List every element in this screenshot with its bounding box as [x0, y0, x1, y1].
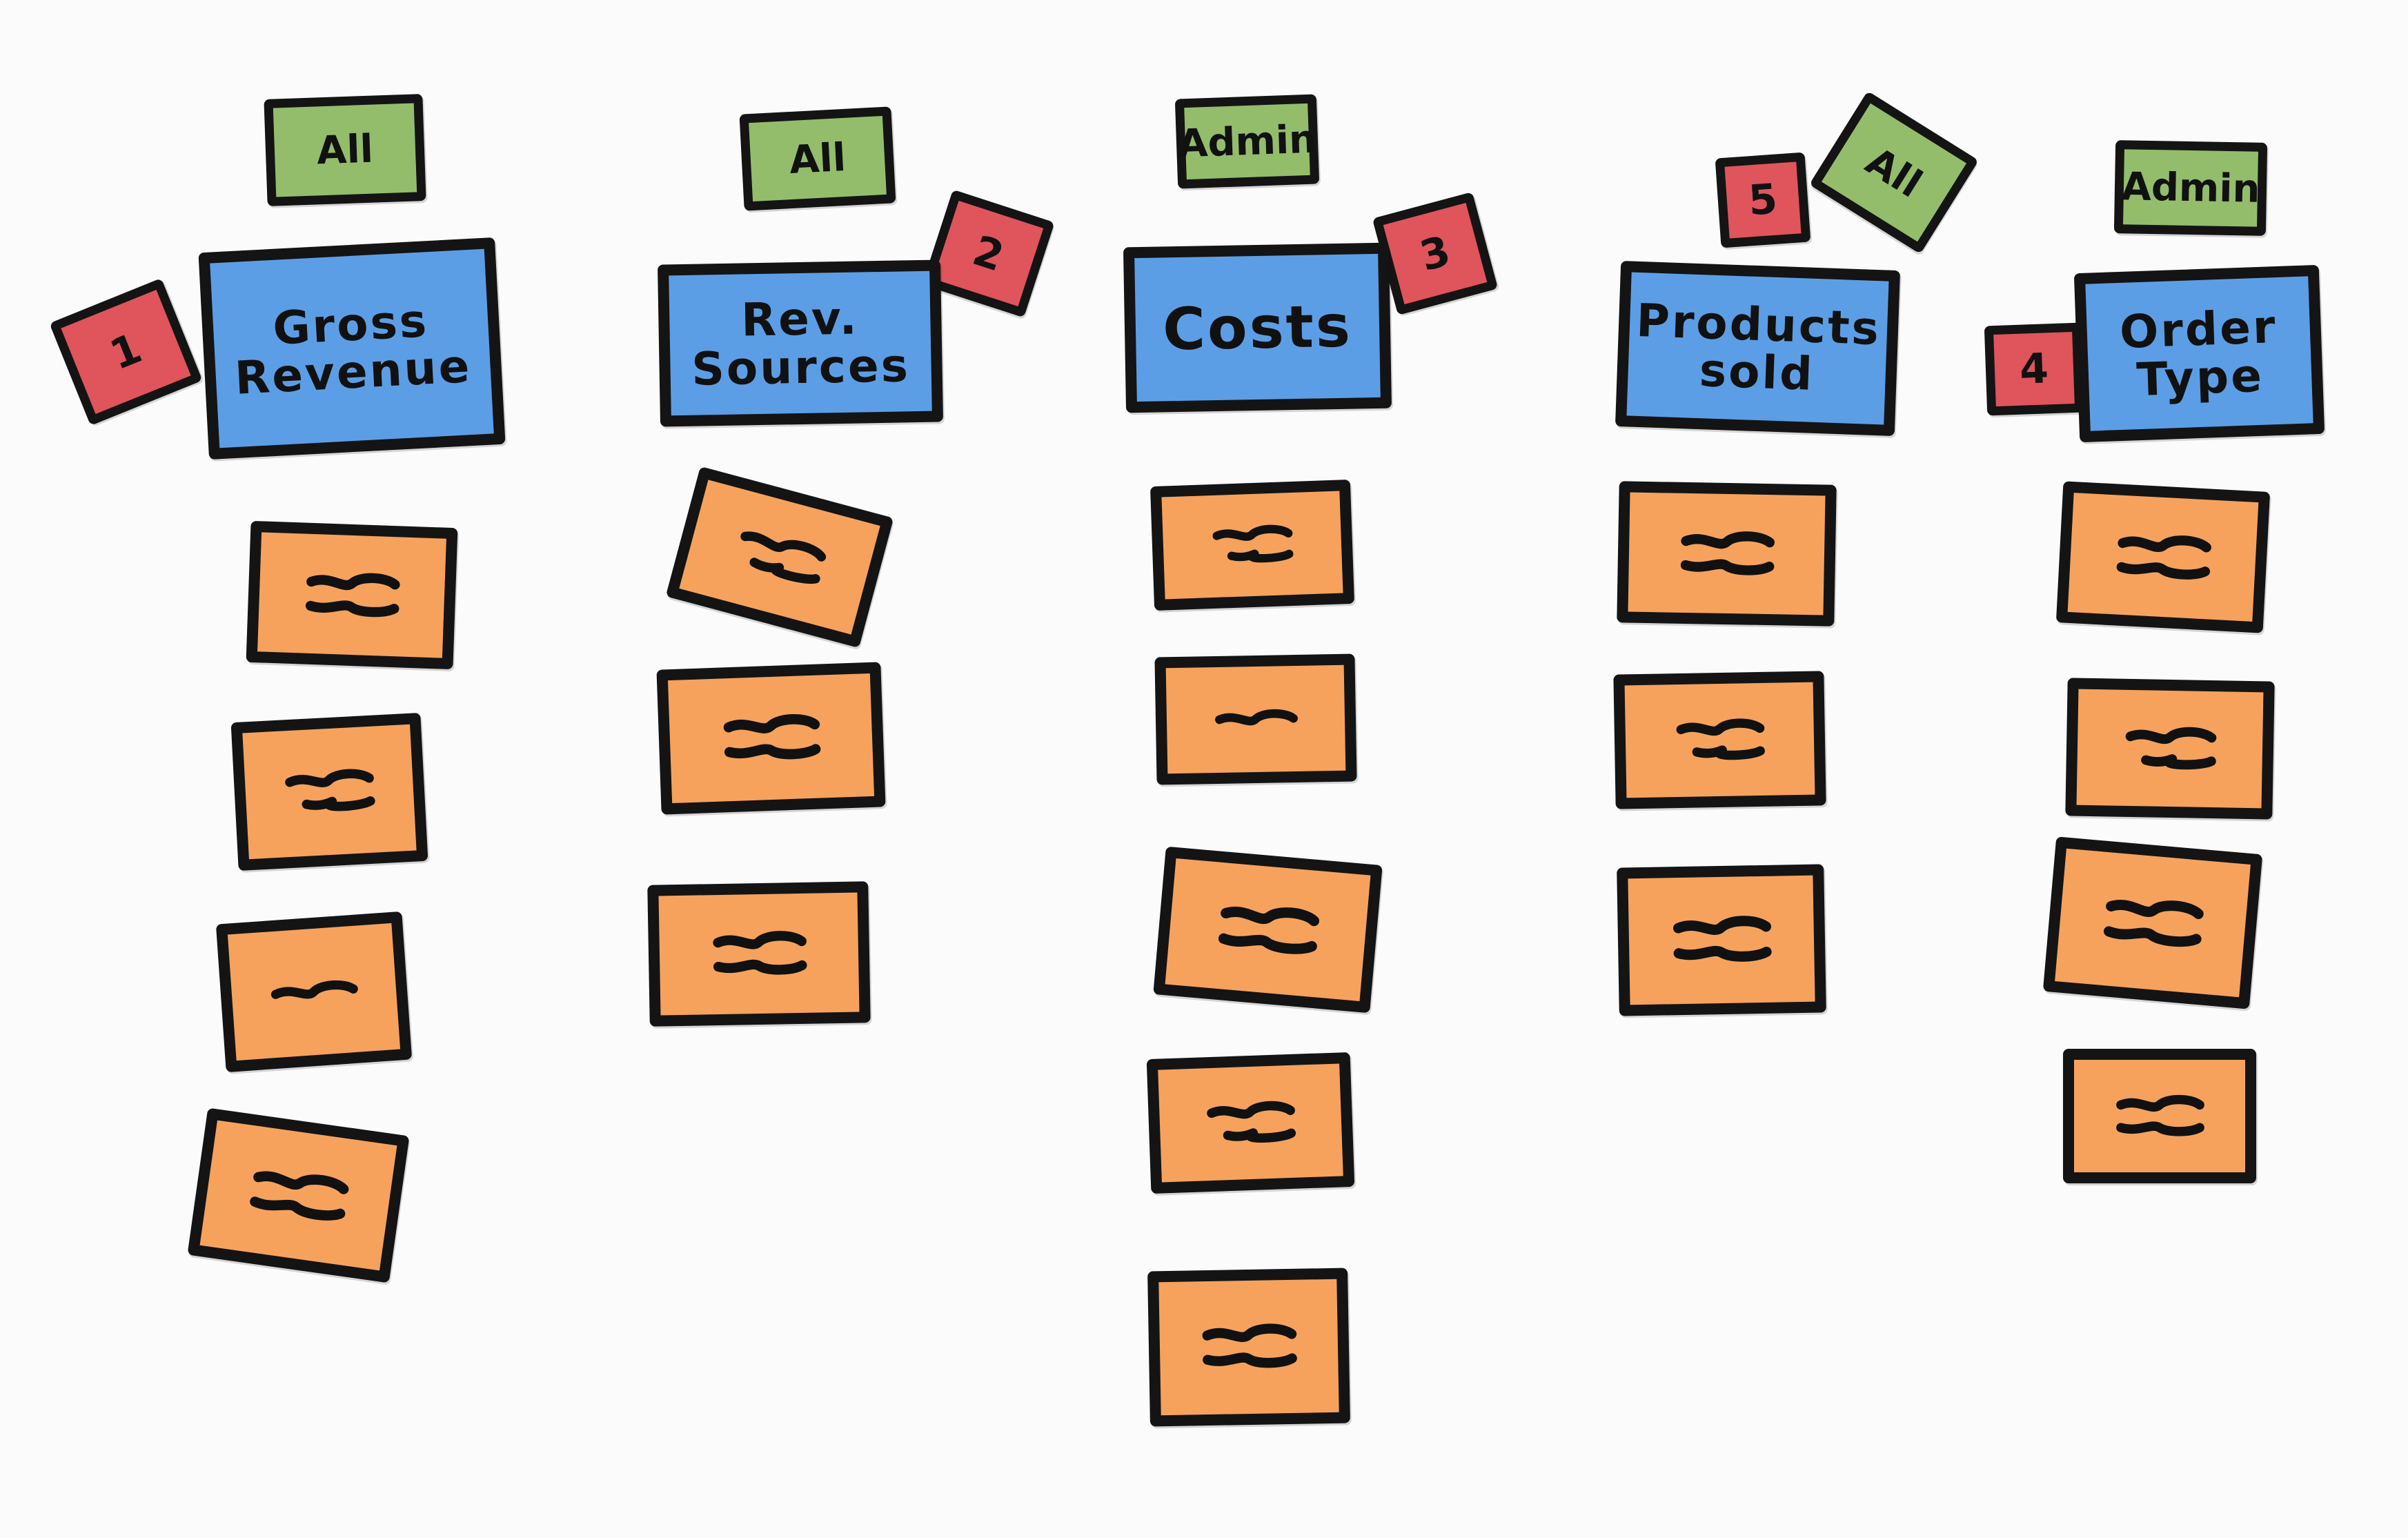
scribble-icon [2116, 1094, 2204, 1136]
header-label: Gross Revenue [233, 293, 473, 405]
access-label: Admin [2121, 164, 2260, 212]
header-label: Rev. Sources [691, 291, 911, 396]
access-label: All [1858, 138, 1930, 207]
scribble-icon [1680, 531, 1775, 575]
scribble-icon [2103, 900, 2204, 947]
access-note-costs: Admin [1174, 94, 1320, 189]
order-number: 2 [967, 226, 1010, 282]
scribble-icon [250, 1171, 349, 1221]
header-note-costs: Costs [1123, 242, 1392, 413]
header-note-order-type: Order Type [2073, 264, 2325, 443]
order-note-order-type: 4 [1984, 322, 2084, 416]
access-note-gross-revenue: All [264, 94, 426, 206]
card-note [187, 1107, 410, 1283]
order-note-products-sold: 5 [1715, 152, 1811, 248]
scribble-icon [285, 769, 375, 811]
access-note-rev-sources: All [739, 106, 896, 211]
scribble-icon [1207, 1101, 1296, 1143]
order-number: 1 [103, 324, 148, 380]
card-note [1147, 1268, 1350, 1427]
card-note [215, 911, 413, 1073]
card-note [246, 520, 458, 670]
header-label: Order Type [2118, 300, 2278, 406]
order-number: 3 [1414, 226, 1456, 281]
scribble-icon [1202, 1323, 1297, 1368]
scribble-icon [1212, 524, 1294, 563]
scribble-icon [740, 531, 827, 584]
card-note [665, 466, 894, 649]
card-note [1149, 479, 1355, 611]
order-number: 4 [2018, 344, 2050, 394]
scribble-icon [1218, 907, 1319, 954]
header-note-products-sold: Products sold [1615, 261, 1901, 436]
access-label: All [788, 135, 847, 183]
scribble-icon [723, 714, 821, 760]
card-note [1154, 653, 1357, 785]
card-note [1613, 671, 1826, 809]
card-note [647, 881, 871, 1027]
access-label: All [316, 126, 374, 174]
scribble-icon [2116, 535, 2211, 580]
card-note [1153, 846, 1383, 1014]
scribble-icon [2125, 727, 2217, 769]
order-note-gross-revenue: 1 [49, 278, 203, 426]
access-label: Admin [1177, 117, 1317, 166]
scribble-icon [1672, 916, 1772, 962]
card-note [1146, 1052, 1355, 1194]
order-note-rev-sources: 2 [922, 189, 1055, 318]
access-note-products-sold: All [1809, 90, 1979, 255]
order-note-costs: 3 [1372, 192, 1499, 315]
card-note [230, 712, 428, 871]
scribble-icon [1676, 718, 1765, 760]
header-note-gross-revenue: Gross Revenue [198, 237, 506, 460]
header-label: Costs [1162, 292, 1353, 364]
scribble-icon [1215, 709, 1298, 726]
card-note [2065, 678, 2275, 820]
access-note-order-type: Admin [2113, 140, 2268, 236]
card-note [1617, 481, 1837, 627]
scribble-icon [271, 980, 359, 999]
header-note-rev-sources: Rev. Sources [657, 259, 944, 427]
card-note [1617, 864, 1826, 1016]
card-note [2042, 836, 2263, 1009]
scribble-icon [305, 573, 400, 618]
header-label: Products sold [1635, 293, 1882, 401]
card-note [656, 662, 886, 815]
card-note [2063, 1049, 2256, 1183]
order-number: 5 [1746, 175, 1779, 226]
card-note [2055, 481, 2271, 633]
scribble-icon [713, 931, 807, 975]
